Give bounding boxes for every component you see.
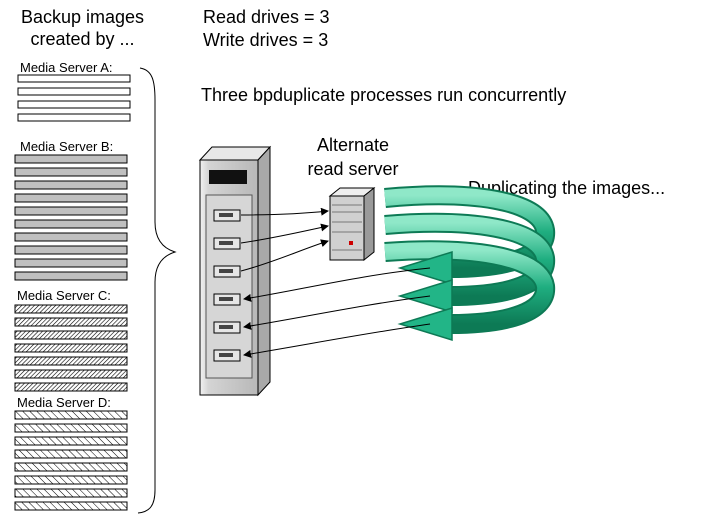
cabinet-display-panel (209, 170, 247, 184)
backup-image (14, 410, 128, 420)
backup-image (14, 193, 128, 203)
backup-image (17, 74, 131, 83)
media-server-a-images (17, 74, 131, 122)
read-drives-label: Read drives = 3 (203, 7, 330, 27)
backup-image (14, 304, 128, 314)
backup-image (14, 206, 128, 216)
backup-image (14, 501, 128, 511)
backup-image (14, 245, 128, 255)
backup-image (14, 271, 128, 281)
media-server-c-label: Media Server C: (17, 288, 111, 303)
tape-drive (213, 237, 241, 250)
backup-images-heading-line2: created by ... (30, 29, 135, 49)
backup-image (14, 356, 128, 366)
media-server-c-images (14, 304, 128, 392)
backup-image (14, 167, 128, 177)
server-status-light (349, 241, 353, 245)
backup-image (14, 382, 128, 392)
backup-image (14, 369, 128, 379)
tape-drive (213, 265, 241, 278)
media-server-a-label: Media Server A: (20, 60, 113, 75)
concurrent-processes-note: Three bpduplicate processes run concurre… (201, 85, 567, 105)
backup-image (14, 343, 128, 353)
duplication-arrows (384, 185, 556, 342)
backup-image (14, 180, 128, 190)
alternate-server-label-line2: read server (307, 159, 399, 179)
tape-drives (213, 209, 241, 362)
tape-drive (213, 349, 241, 362)
duplicating-images-label: Duplicating the images... (468, 178, 666, 198)
tape-drive (213, 209, 241, 222)
write-drives-label: Write drives = 3 (203, 30, 329, 50)
media-server-b-label: Media Server B: (20, 139, 114, 154)
backup-image (14, 436, 128, 446)
backup-image (17, 100, 131, 109)
backup-image (14, 475, 128, 485)
tape-drive (213, 321, 241, 334)
media-server-d-label: Media Server D: (17, 395, 111, 410)
read-arrows (240, 207, 329, 272)
backup-image (17, 87, 131, 96)
backup-image (14, 462, 128, 472)
backup-image (14, 449, 128, 459)
backup-image (17, 113, 131, 122)
backup-images-heading-line1: Backup images (20, 7, 145, 27)
grouping-brace (137, 67, 177, 514)
backup-image (14, 317, 128, 327)
backup-image (14, 330, 128, 340)
backup-image (14, 232, 128, 242)
media-server-d-images (14, 410, 128, 511)
alternate-server-label-line1: Alternate (316, 135, 390, 155)
alternate-read-server (328, 186, 376, 262)
tape-drive (213, 293, 241, 306)
backup-image (14, 219, 128, 229)
backup-image (14, 154, 128, 164)
backup-image (14, 488, 128, 498)
backup-image (14, 258, 128, 268)
backup-image (14, 423, 128, 433)
media-server-b-images (14, 154, 128, 281)
write-arrows (243, 267, 431, 358)
